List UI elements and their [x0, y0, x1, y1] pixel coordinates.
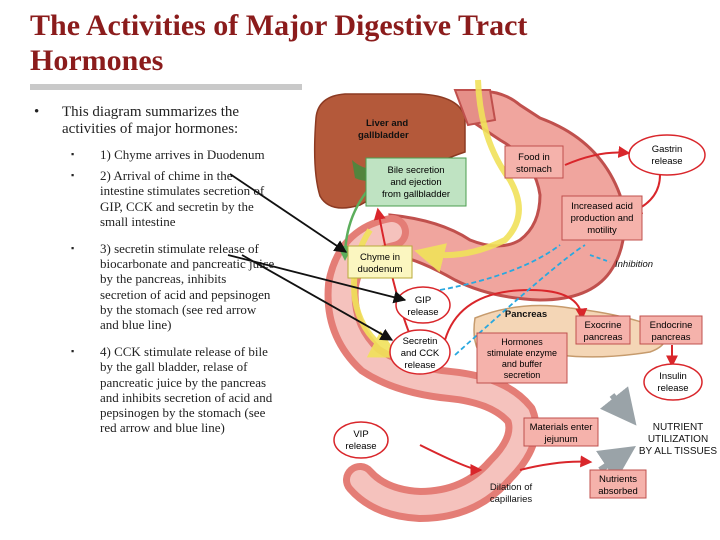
gastrin-line-2: release — [651, 156, 682, 167]
gip-inhibition-line — [439, 244, 561, 291]
sub-bullet-text: 2) Arrival of chime in the intestine sti… — [100, 168, 265, 229]
secretin-inhibition-line — [454, 244, 586, 356]
bile-line-2: and ejection — [390, 177, 441, 188]
bullet-dot: ▪ — [71, 346, 75, 357]
dilation-line-2: capillaries — [490, 494, 532, 505]
secretin-cck-release-node: Secretin and CCK release — [389, 329, 451, 375]
hormones-stimulate-box: Hormones stimulate enzyme and buffer sec… — [476, 332, 568, 384]
vip-line-1: VIP — [353, 429, 368, 440]
sub-bullet-text: 3) secretin stimulate release of biocarb… — [100, 241, 275, 333]
pointer-arrow-secretin — [241, 254, 394, 341]
gip-release-node: GIP release — [395, 286, 451, 324]
exocrine-pancreas-box: Exocrine pancreas — [575, 315, 631, 345]
chyme-line-2: duodenum — [358, 264, 403, 275]
gip-line-2: release — [407, 307, 438, 318]
bullet-list: • This diagram summarizes the activities… — [28, 104, 276, 435]
intestine-inner — [331, 222, 533, 516]
exocrine-line-2: pancreas — [583, 332, 622, 343]
vip-line-2: release — [345, 441, 376, 452]
gip-line-1: GIP — [415, 295, 431, 306]
bile-line-3: from gallbladder — [382, 189, 450, 200]
bullet-dot: ▪ — [71, 243, 75, 254]
bile-line-1: Bile secretion — [387, 165, 444, 176]
sub-bullet-4: ▪ 4) CCK stimulate release of bile by th… — [28, 344, 276, 435]
food-line-1: Food in — [518, 152, 550, 163]
hormones-line-4: secretion — [504, 370, 541, 380]
sub-bullet-text: 1) Chyme arrives in Duodenum — [100, 147, 265, 162]
insulin-line-2: release — [657, 383, 688, 394]
nutrient-line-3: BY ALL TISSUES — [639, 446, 718, 457]
gastrin-line-1: Gastrin — [652, 144, 683, 155]
sub-bullet-text: 4) CCK stimulate release of bile by the … — [100, 344, 273, 436]
materials-line-1: Materials enter — [530, 422, 593, 433]
liver-label: Liver and gallbladder — [358, 118, 409, 141]
hormones-line-3: and buffer — [502, 359, 542, 369]
title-underline — [30, 84, 302, 90]
secretin-line-3: release — [404, 360, 435, 371]
nutrient-utilization-label: NUTRIENT UTILIZATION BY ALL TISSUES — [639, 422, 718, 457]
food-in-stomach-box: Food in stomach — [504, 145, 564, 179]
materials-line-2: jejunum — [543, 434, 577, 445]
absorption-arrow — [596, 446, 636, 481]
vip-arrow — [419, 444, 483, 476]
nutrients-line-1: Nutrients — [599, 474, 637, 485]
gastrin-pathway-arrow — [564, 146, 631, 166]
acid-line-3: motility — [587, 225, 617, 236]
gastrin-release-node: Gastrin release — [628, 134, 706, 176]
food-line-2: stomach — [516, 164, 552, 175]
stomach-shape — [388, 89, 626, 302]
chyme-in-duodenum-box: Chyme in duodenum — [347, 245, 413, 279]
materials-jejunum-box: Materials enter jejunum — [523, 417, 599, 447]
endocrine-line-1: Endocrine — [650, 320, 693, 331]
acid-line-1: Increased acid — [571, 201, 633, 212]
acid-line-2: production and — [571, 213, 634, 224]
liver-label-line-1: Liver and — [366, 118, 408, 129]
nutrients-line-2: absorbed — [598, 486, 638, 497]
main-bullet: • This diagram summarizes the activities… — [28, 104, 276, 137]
secretin-line-1: Secretin — [403, 336, 438, 347]
bile-secretion-box: Bile secretion and ejection from gallbla… — [365, 157, 467, 207]
bullet-dot: ▪ — [71, 149, 75, 159]
dilation-line-1: Dilation of — [490, 482, 533, 493]
inhibition-label: Inhibition — [615, 259, 653, 270]
pointer-arrow-gip — [227, 254, 407, 304]
bullet-dot: • — [34, 104, 40, 120]
dilation-capillaries-label: Dilation of capillaries — [490, 482, 533, 505]
nutrient-line-2: UTILIZATION — [648, 434, 708, 445]
inhibition-stub-line — [589, 254, 611, 263]
nutrients-absorbed-box: Nutrients absorbed — [589, 469, 647, 499]
acid-production-box: Increased acid production and motility — [561, 195, 643, 241]
utilization-arrow — [599, 386, 637, 426]
exocrine-line-1: Exocrine — [585, 320, 622, 331]
sub-bullet-3: ▪ 3) secretin stimulate release of bioca… — [28, 241, 276, 332]
insulin-line-1: Insulin — [659, 371, 686, 382]
endocrine-line-2: pancreas — [651, 332, 690, 343]
hormones-line-1: Hormones — [501, 337, 543, 347]
slide-title: The Activities of Major Digestive Tract … — [30, 9, 528, 77]
endocrine-pancreas-box: Endocrine pancreas — [639, 315, 703, 345]
pointer-arrow-chyme — [229, 173, 348, 253]
secretin-to-liver-arrow — [373, 207, 413, 341]
hormones-line-2: stimulate enzyme — [487, 348, 557, 358]
insulin-release-node: Insulin release — [643, 363, 703, 401]
bullet-dot: ▪ — [71, 170, 75, 181]
liver-label-line-2: gallbladder — [358, 130, 409, 141]
duodenum-return-arrow — [519, 455, 593, 471]
sub-bullet-1: ▪ 1) Chyme arrives in Duodenum — [28, 147, 276, 162]
main-bullet-text: This diagram summarizes the activities o… — [62, 104, 240, 137]
pancreas-label: Pancreas — [505, 309, 547, 320]
secretin-stimulation-arrow — [444, 288, 588, 341]
sub-bullet-2: ▪ 2) Arrival of chime in the intestine s… — [28, 168, 276, 229]
vip-release-node: VIP release — [333, 421, 389, 459]
chyme-line-1: Chyme in — [360, 252, 400, 263]
food-flow-arrow — [414, 79, 522, 273]
nutrient-line-1: NUTRIENT — [653, 422, 704, 433]
secretin-line-2: and CCK — [401, 348, 440, 359]
